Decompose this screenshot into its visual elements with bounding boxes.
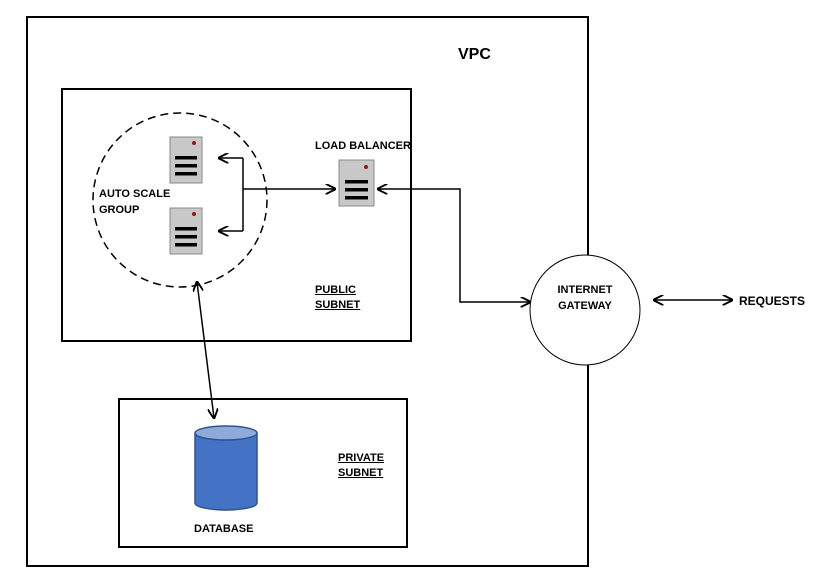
auto-scale-group-circle <box>92 112 268 288</box>
private-subnet-box <box>118 398 408 548</box>
database-icon <box>194 425 258 511</box>
public-subnet-box <box>61 88 412 342</box>
database-label: DATABASE <box>194 523 254 535</box>
internet-gateway-label-line1: INTERNET <box>557 284 613 296</box>
load-balancer-icon <box>338 159 375 207</box>
private-subnet-label-line1: PRIVATE <box>338 452 385 464</box>
private-subnet-label-line2: SUBNET <box>338 467 384 479</box>
auto-scale-group-label-line1: AUTO SCALE <box>99 188 171 200</box>
requests-label: REQUESTS <box>739 294 806 308</box>
internet-gateway-circle <box>529 254 641 366</box>
load-balancer-label: LOAD BALANCER <box>315 140 411 152</box>
server-icon <box>169 207 203 255</box>
public-subnet-label-line2: SUBNET <box>315 299 361 311</box>
public-subnet-label-line1: PUBLIC <box>315 284 356 296</box>
lb-gateway-arrow <box>378 189 530 302</box>
asg-database-arrow <box>197 282 214 418</box>
internet-gateway-label-line2: GATEWAY <box>558 300 612 312</box>
vpc-title: VPC <box>458 46 491 63</box>
server-icon <box>169 136 203 184</box>
auto-scale-group-label-line2: GROUP <box>99 204 140 216</box>
